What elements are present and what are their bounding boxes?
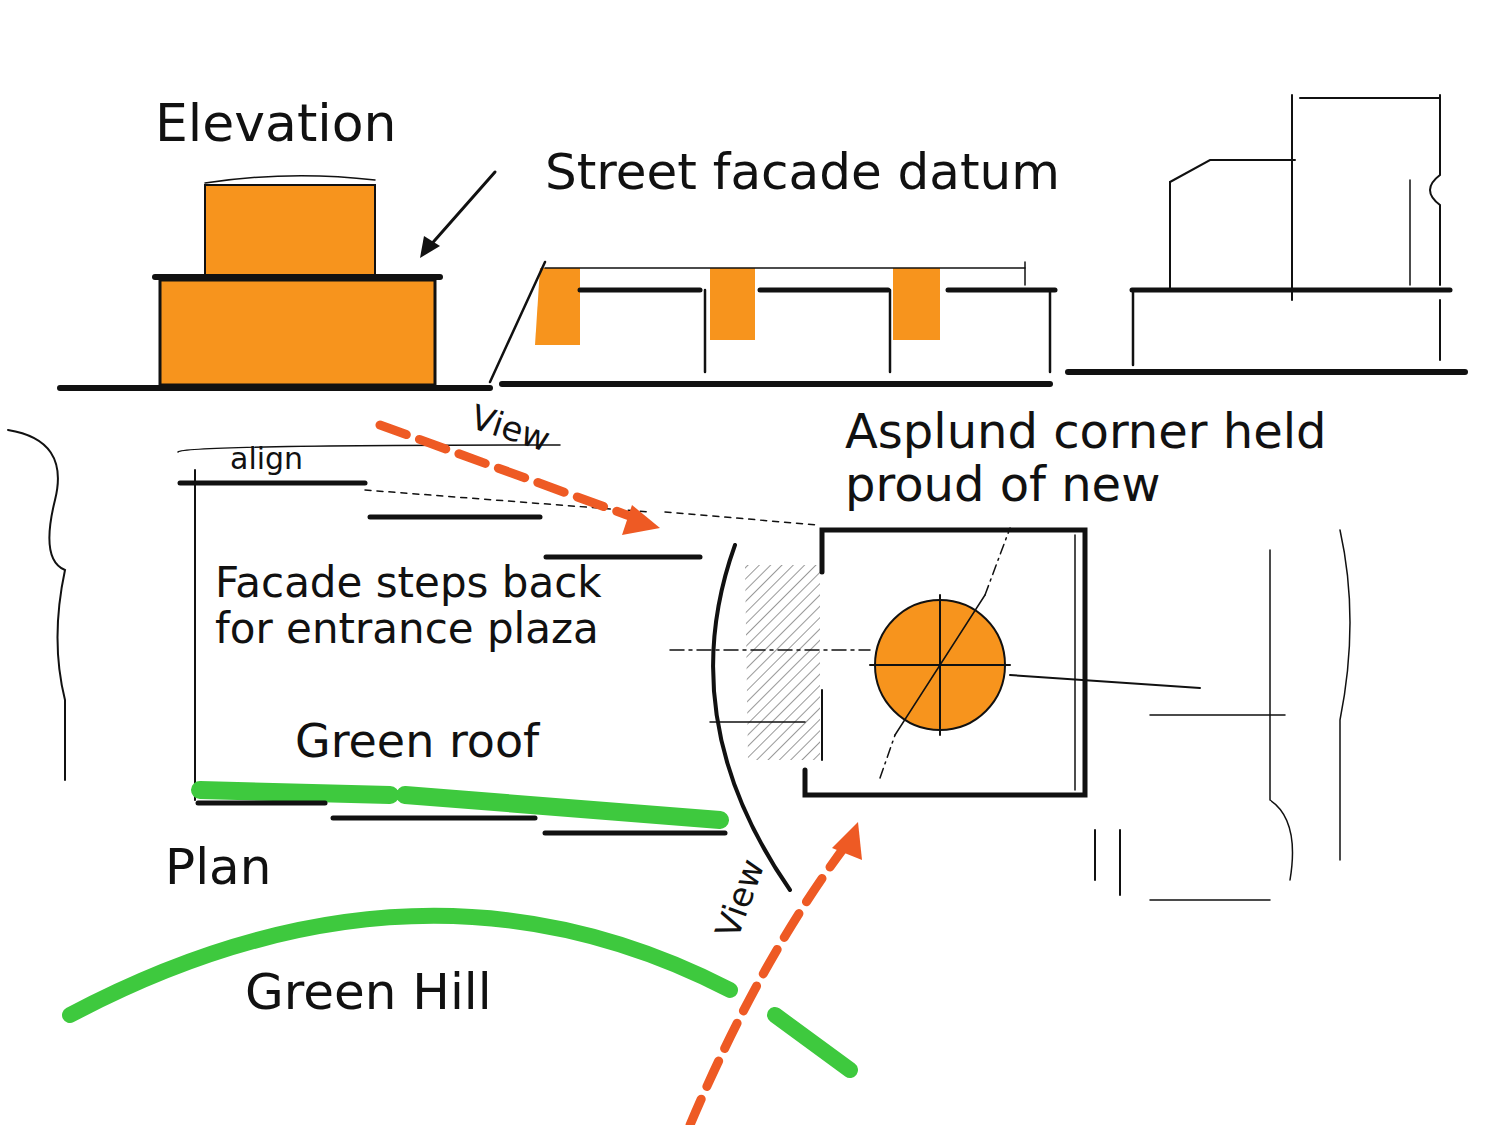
annotation-label: View (466, 398, 554, 458)
plan-drawing (8, 425, 1350, 1125)
annotation-label: Street facade datum (545, 145, 1060, 200)
annotation-label: Facade steps back for entrance plaza (215, 560, 665, 652)
annotation-label: Elevation (155, 95, 397, 152)
annotation-label: Green roof (295, 716, 539, 767)
annotation-label: View (709, 854, 772, 943)
annotation-label: Asplund corner held proud of new (845, 405, 1345, 511)
annotation-label: Plan (165, 840, 271, 895)
annotation-label: align (230, 442, 303, 475)
annotation-label: Green Hill (245, 965, 492, 1020)
elevation-drawing (60, 95, 1465, 388)
